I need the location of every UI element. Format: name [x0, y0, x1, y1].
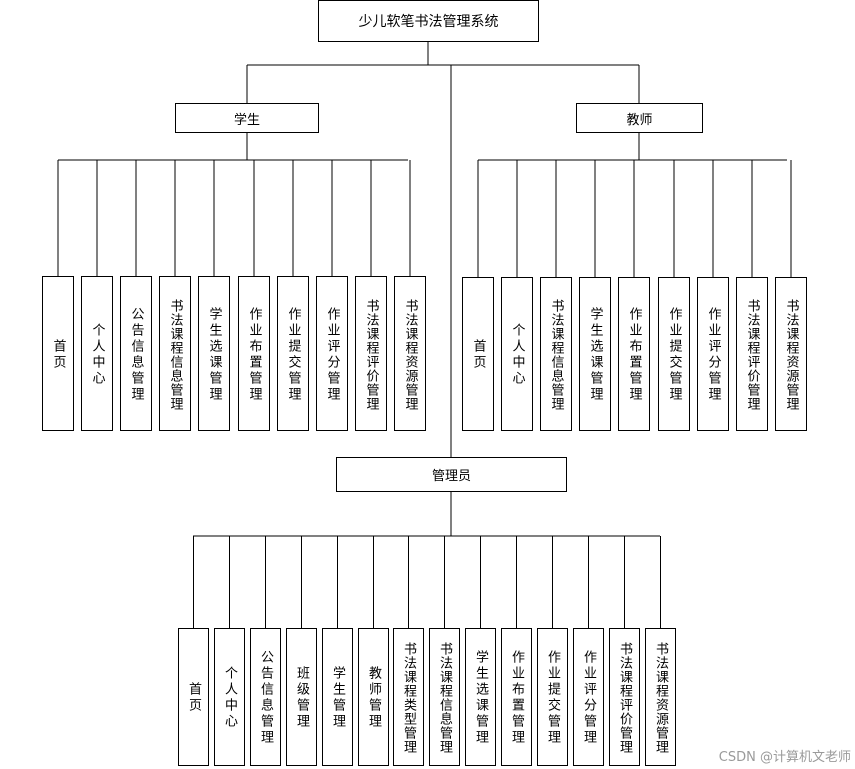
student-item-5: 作业布置管理: [238, 276, 270, 431]
student-item-1: 个人中心: [81, 276, 113, 431]
admin-item-7: 书法课程信息管理: [429, 628, 460, 766]
admin-item-6: 书法课程类型管理: [393, 628, 424, 766]
student-item-9: 书法课程资源管理: [394, 276, 426, 431]
admin-item-5: 教师管理: [358, 628, 389, 766]
root-node: 少儿软笔书法管理系统: [318, 0, 539, 42]
student-item-0: 首页: [42, 276, 74, 431]
teacher-node: 教师: [576, 103, 703, 133]
teacher-item-4: 作业布置管理: [618, 277, 650, 431]
admin-item-1: 个人中心: [214, 628, 245, 766]
admin-item-11: 作业评分管理: [573, 628, 604, 766]
student-item-4: 学生选课管理: [198, 276, 230, 431]
teacher-item-6: 作业评分管理: [697, 277, 729, 431]
teacher-item-1: 个人中心: [501, 277, 533, 431]
admin-item-8: 学生选课管理: [465, 628, 496, 766]
student-node: 学生: [175, 103, 319, 133]
admin-item-2: 公告信息管理: [250, 628, 281, 766]
admin-item-4: 学生管理: [322, 628, 353, 766]
teacher-item-0: 首页: [462, 277, 494, 431]
student-item-3: 书法课程信息管理: [159, 276, 191, 431]
admin-item-13: 书法课程资源管理: [645, 628, 676, 766]
watermark: CSDN @计算机文老师: [718, 750, 851, 765]
admin-node: 管理员: [336, 457, 567, 492]
student-item-2: 公告信息管理: [120, 276, 152, 431]
teacher-item-5: 作业提交管理: [658, 277, 690, 431]
student-item-7: 作业评分管理: [316, 276, 348, 431]
admin-item-3: 班级管理: [286, 628, 317, 766]
teacher-item-2: 书法课程信息管理: [540, 277, 572, 431]
admin-item-0: 首页: [178, 628, 209, 766]
student-item-8: 书法课程评价管理: [355, 276, 387, 431]
teacher-item-8: 书法课程资源管理: [775, 277, 807, 431]
admin-item-10: 作业提交管理: [537, 628, 568, 766]
student-item-6: 作业提交管理: [277, 276, 309, 431]
admin-item-9: 作业布置管理: [501, 628, 532, 766]
teacher-item-3: 学生选课管理: [579, 277, 611, 431]
teacher-item-7: 书法课程评价管理: [736, 277, 768, 431]
admin-item-12: 书法课程评价管理: [609, 628, 640, 766]
